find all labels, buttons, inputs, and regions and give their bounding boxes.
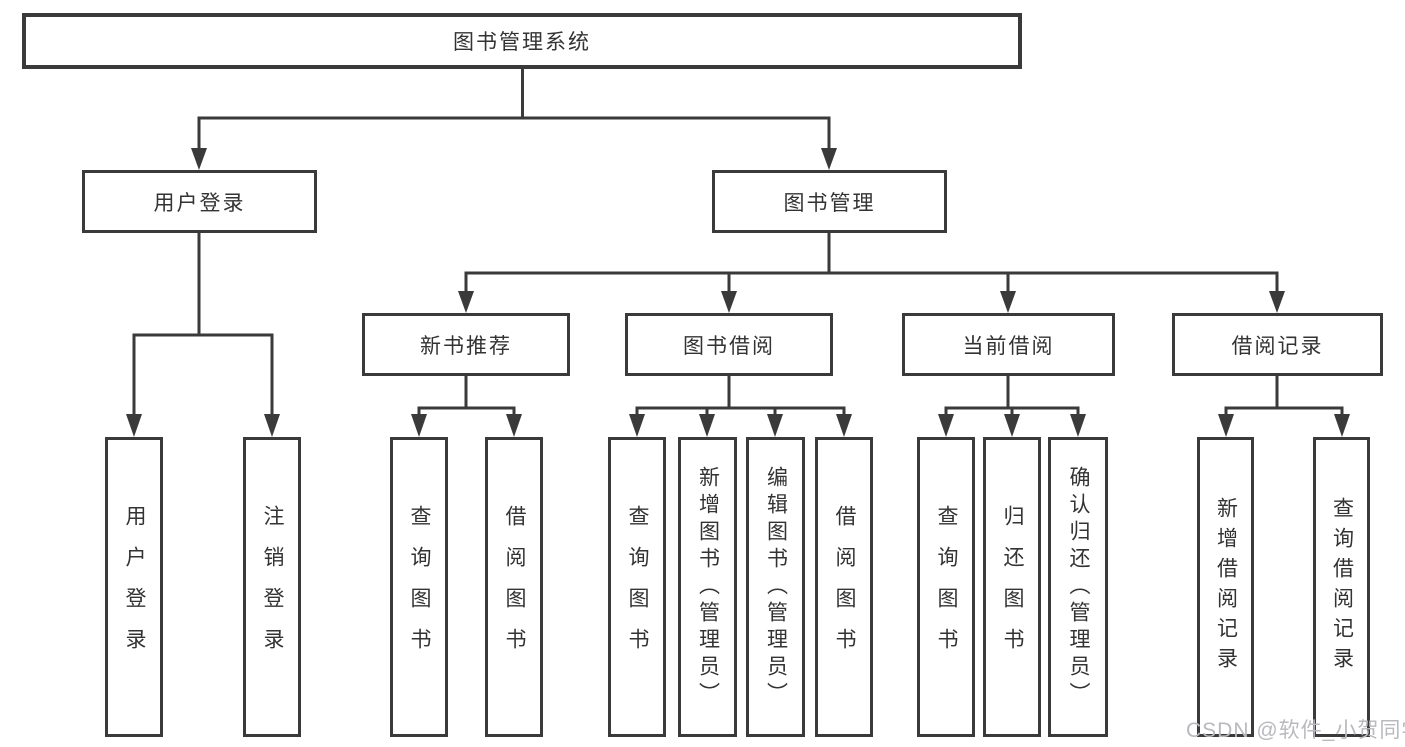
arrow-head xyxy=(458,291,474,313)
node-user-login: 用户登录 xyxy=(82,170,317,233)
leaf-edit-books-admin: 编辑图书（管理员） xyxy=(746,437,805,737)
leaf-add-books-admin: 新增图书（管理员） xyxy=(678,437,737,737)
arrow-head xyxy=(699,414,715,437)
connector-current-borrow xyxy=(944,376,1080,421)
watermark: CSDN @软件_小贺同学 xyxy=(1186,719,1405,742)
leaf-query-borrow-record: 查询借阅记录 xyxy=(1313,437,1370,737)
node-current-borrow: 当前借阅 xyxy=(902,313,1115,376)
leaf-query-books-borrow: 查询图书 xyxy=(608,437,666,737)
leaf-add-borrow-record: 新增借阅记录 xyxy=(1197,437,1254,737)
leaf-confirm-return-admin: 确认归还（管理员） xyxy=(1048,437,1108,737)
arrow-head xyxy=(629,414,645,437)
node-book-borrow: 图书借阅 xyxy=(625,313,833,376)
leaf-borrow-books-recommend: 借阅图书 xyxy=(485,437,543,737)
arrow-head xyxy=(721,291,737,313)
arrow-head xyxy=(1334,414,1350,437)
leaf-query-books-recommend: 查询图书 xyxy=(390,437,448,737)
arrow-head xyxy=(411,414,427,437)
node-borrow-records: 借阅记录 xyxy=(1172,313,1383,376)
arrow-head xyxy=(821,148,837,170)
leaf-query-books-current: 查询图书 xyxy=(917,437,975,737)
arrow-head xyxy=(264,414,280,437)
leaf-logout: 注销登录 xyxy=(243,437,301,737)
node-book-management: 图书管理 xyxy=(712,170,947,233)
arrow-head xyxy=(767,414,783,437)
arrow-head xyxy=(938,414,954,437)
node-root: 图书管理系统 xyxy=(22,13,1022,69)
connector-new-book-recommend xyxy=(417,376,516,421)
arrow-head xyxy=(506,414,522,437)
node-new-book-recommend: 新书推荐 xyxy=(362,313,570,376)
connector-user-login xyxy=(132,233,274,421)
arrow-head xyxy=(126,414,142,437)
arrow-head xyxy=(1218,414,1234,437)
connector-book-borrow xyxy=(635,376,846,421)
leaf-borrow-books: 借阅图书 xyxy=(815,437,873,737)
arrow-heads xyxy=(126,148,1350,437)
arrow-head xyxy=(1070,414,1086,437)
connector-book-management xyxy=(464,233,1279,297)
leaf-return-books: 归还图书 xyxy=(983,437,1041,737)
arrow-head xyxy=(836,414,852,437)
arrow-head xyxy=(191,148,207,170)
arrow-head xyxy=(1000,291,1016,313)
leaf-user-login: 用户登录 xyxy=(105,437,163,737)
connector-root xyxy=(197,68,831,154)
connector-borrow-records xyxy=(1224,376,1344,421)
arrow-head xyxy=(1269,291,1285,313)
arrow-head xyxy=(1004,414,1020,437)
